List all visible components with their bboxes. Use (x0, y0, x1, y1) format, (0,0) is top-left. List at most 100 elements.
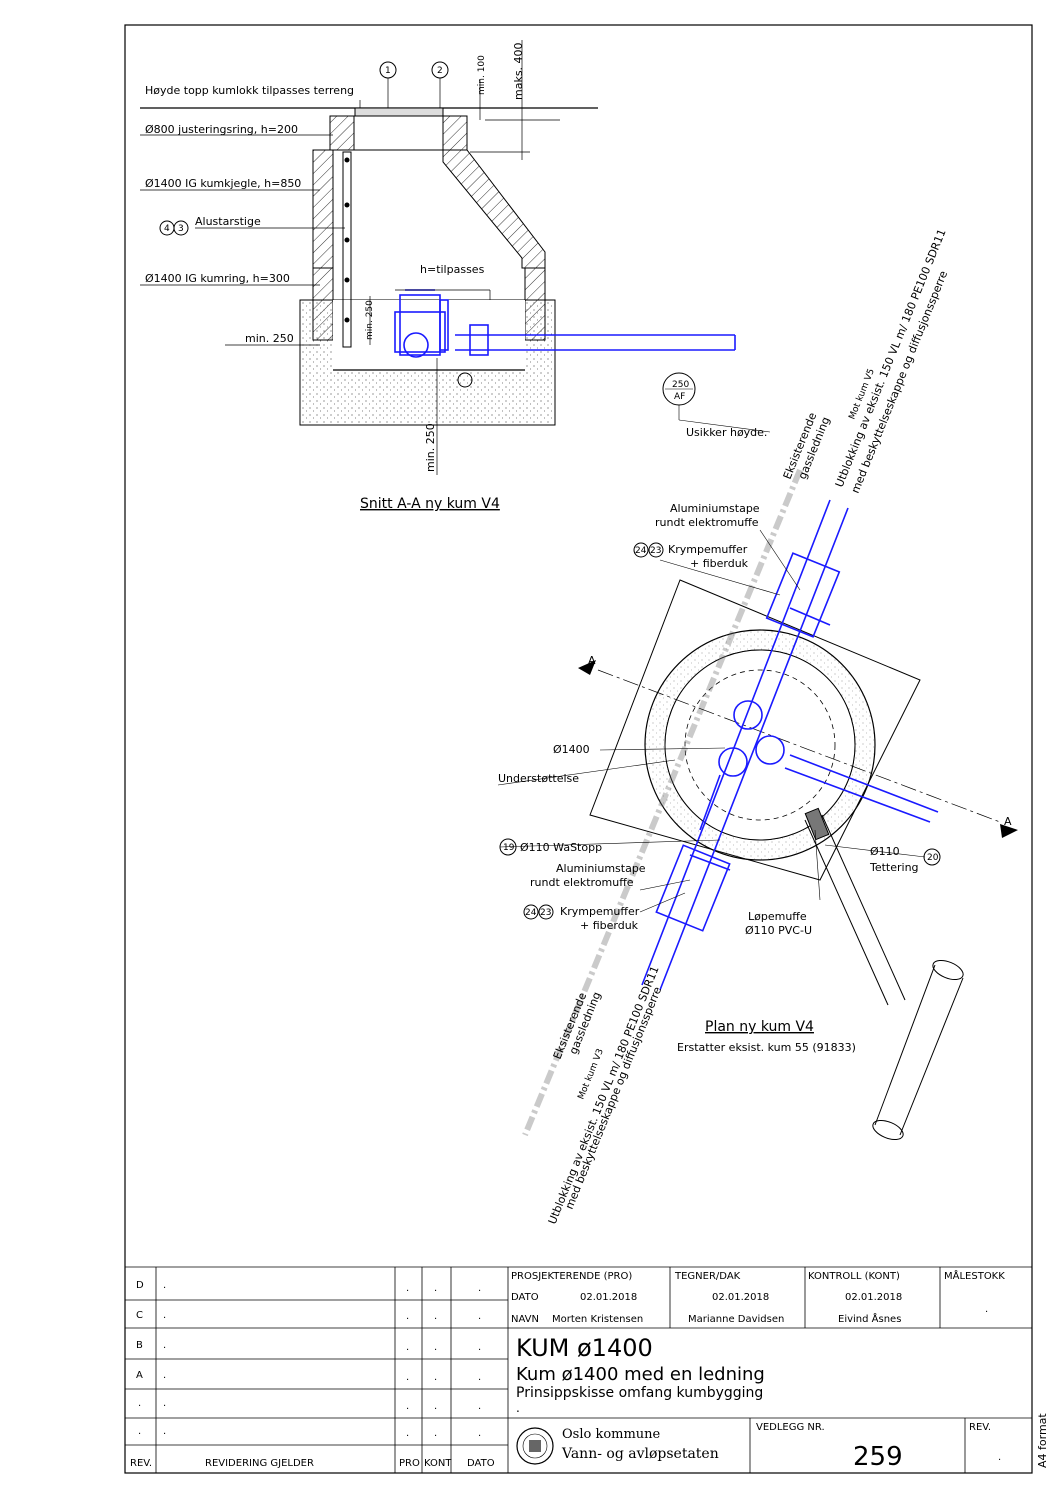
pipe-top-label-1: Utblokking av eksist. 150 VL m/ 180 PE10… (833, 227, 949, 489)
cell-dato-1: . (478, 1311, 481, 1322)
date-kontroll: 02.01.2018 (845, 1292, 902, 1303)
cell-kont-2: . (434, 1342, 437, 1353)
role-scale: MÅLESTOKK (944, 1269, 1005, 1282)
hdr-rev: REV. (130, 1458, 152, 1469)
badge-top: 250 (672, 380, 689, 390)
support-label: Understøttelse (498, 772, 579, 785)
rev-row-5-text: . (163, 1426, 166, 1437)
rev-row-1-letter: C (136, 1310, 143, 1321)
cell-kont-3: . (434, 1372, 437, 1383)
rev-row-5-letter: . (138, 1426, 141, 1437)
section-marker-right: A (1004, 815, 1012, 828)
role-pro: PROSJEKTERENDE (PRO) (511, 1271, 632, 1282)
hdr-kont: KONT (424, 1458, 452, 1469)
cell-pro-1: . (406, 1311, 409, 1322)
vedlegg-value: 259 (853, 1442, 903, 1472)
min250-left-label: min. 250 (245, 332, 294, 345)
section-title: Snitt A-A ny kum V4 (360, 496, 500, 512)
rev-row-3-text: . (163, 1370, 166, 1381)
cell-dato-5: . (478, 1428, 481, 1439)
callout-1: 1 (385, 66, 391, 76)
title-sub: Kum ø1400 med en ledning (516, 1364, 765, 1385)
callout-3: 3 (178, 224, 184, 234)
callout-2: 2 (437, 66, 443, 76)
cell-dato-4: . (478, 1401, 481, 1412)
vedlegg-label: VEDLEGG NR. (756, 1422, 825, 1433)
org-name-2: Vann- og avløpsetaten (561, 1446, 719, 1462)
cell-pro-4: . (406, 1401, 409, 1412)
callout-23-bot: 23 (540, 908, 551, 918)
rev-value: . (998, 1452, 1001, 1463)
callout-4: 4 (164, 224, 170, 234)
rev-row-4-text: . (163, 1398, 166, 1409)
tett-label-2: Tettering (869, 861, 919, 874)
title-main: KUM ø1400 (516, 1334, 653, 1362)
plan-subtitle: Erstatter eksist. kum 55 (91833) (677, 1041, 856, 1054)
name-tegner: Marianne Davidsen (688, 1314, 784, 1325)
cell-dato-2: . (478, 1342, 481, 1353)
cell-kont-1: . (434, 1311, 437, 1322)
name-pro: Morten Kristensen (552, 1314, 643, 1325)
cell-kont-4: . (434, 1401, 437, 1412)
rev-row-0-text: . (163, 1280, 166, 1291)
rev-row-0-letter: D (136, 1280, 144, 1291)
section-view (140, 40, 771, 475)
diam-label: Ø1400 (553, 743, 590, 756)
tett-label-1: Ø110 (870, 845, 900, 858)
plan-view (497, 468, 1018, 1141)
cell-kont-0: . (434, 1283, 437, 1294)
wastopp-label: Ø110 WaStopp (520, 841, 602, 854)
hdr-pro: PRO (399, 1458, 420, 1469)
ladder-label: Alustarstige (195, 215, 261, 228)
rev-label: REV. (969, 1422, 991, 1433)
alu-bot-label-2: rundt elektromuffe (530, 876, 634, 889)
krymp-bot-label-2: + fiberduk (580, 919, 639, 932)
h-adjust-label: h=tilpasses (420, 263, 485, 276)
cell-dato-0: . (478, 1283, 481, 1294)
date-tegner: 02.01.2018 (712, 1292, 769, 1303)
terrain-label: Høyde topp kumlokk tilpasses terreng (145, 84, 354, 97)
sheet-frame (124, 24, 1033, 1474)
section-marker-left: A (588, 654, 596, 667)
rev-row-2-letter: B (136, 1340, 143, 1351)
cell-pro-0: . (406, 1283, 409, 1294)
krymp-top-label-1: Krympemuffer (668, 543, 748, 556)
ring1400-label: Ø1400 IG kumring, h=300 (145, 272, 290, 285)
scale-value: . (985, 1304, 988, 1315)
role-kontroll: KONTROLL (KONT) (808, 1271, 900, 1282)
callout-23-top: 23 (650, 546, 661, 556)
krymp-top-label-2: + fiberduk (690, 557, 749, 570)
lopemuffe-label-1: Løpemuffe (748, 910, 807, 923)
rev-row-1-text: . (163, 1310, 166, 1321)
cell-pro-5: . (406, 1428, 409, 1439)
cell-pro-2: . (406, 1342, 409, 1353)
title-desc: Prinsippskisse omfang kumbygging (516, 1385, 763, 1401)
uncertain-label: Usikker høyde. (686, 426, 767, 439)
dato-label: DATO (511, 1292, 539, 1303)
min250-bottom-label: min. 250 (424, 423, 437, 472)
min250-v-label: min. 250 (365, 300, 375, 340)
alu-top-label-1: Aluminiumstape (670, 502, 760, 515)
callout-19: 19 (503, 843, 515, 853)
hdr-revision: REVIDERING GJELDER (205, 1458, 314, 1469)
plan-title: Plan ny kum V4 (705, 1019, 814, 1035)
alu-top-label-2: rundt elektromuffe (655, 516, 759, 529)
lopemuffe-label-2: Ø110 PVC-U (745, 924, 812, 937)
max400-label: maks. 400 (512, 42, 525, 100)
title-extra: . (516, 1401, 520, 1415)
rev-row-3-letter: A (136, 1370, 143, 1381)
callout-24-bot: 24 (525, 908, 537, 918)
alu-bot-label-1: Aluminiumstape (556, 862, 646, 875)
cell-kont-5: . (434, 1428, 437, 1439)
ring800-label: Ø800 justeringsring, h=200 (145, 123, 298, 136)
rev-row-2-text: . (163, 1340, 166, 1351)
cell-pro-3: . (406, 1372, 409, 1383)
cone-label: Ø1400 IG kumkjegle, h=850 (145, 177, 301, 190)
format-label: A4 format (1036, 1413, 1049, 1468)
rev-row-4-letter: . (138, 1398, 141, 1409)
callout-24-top: 24 (635, 546, 647, 556)
org-name-1: Oslo kommune (562, 1427, 661, 1442)
role-tegner: TEGNER/DAK (674, 1271, 741, 1282)
oslo-seal-icon (516, 1427, 554, 1465)
